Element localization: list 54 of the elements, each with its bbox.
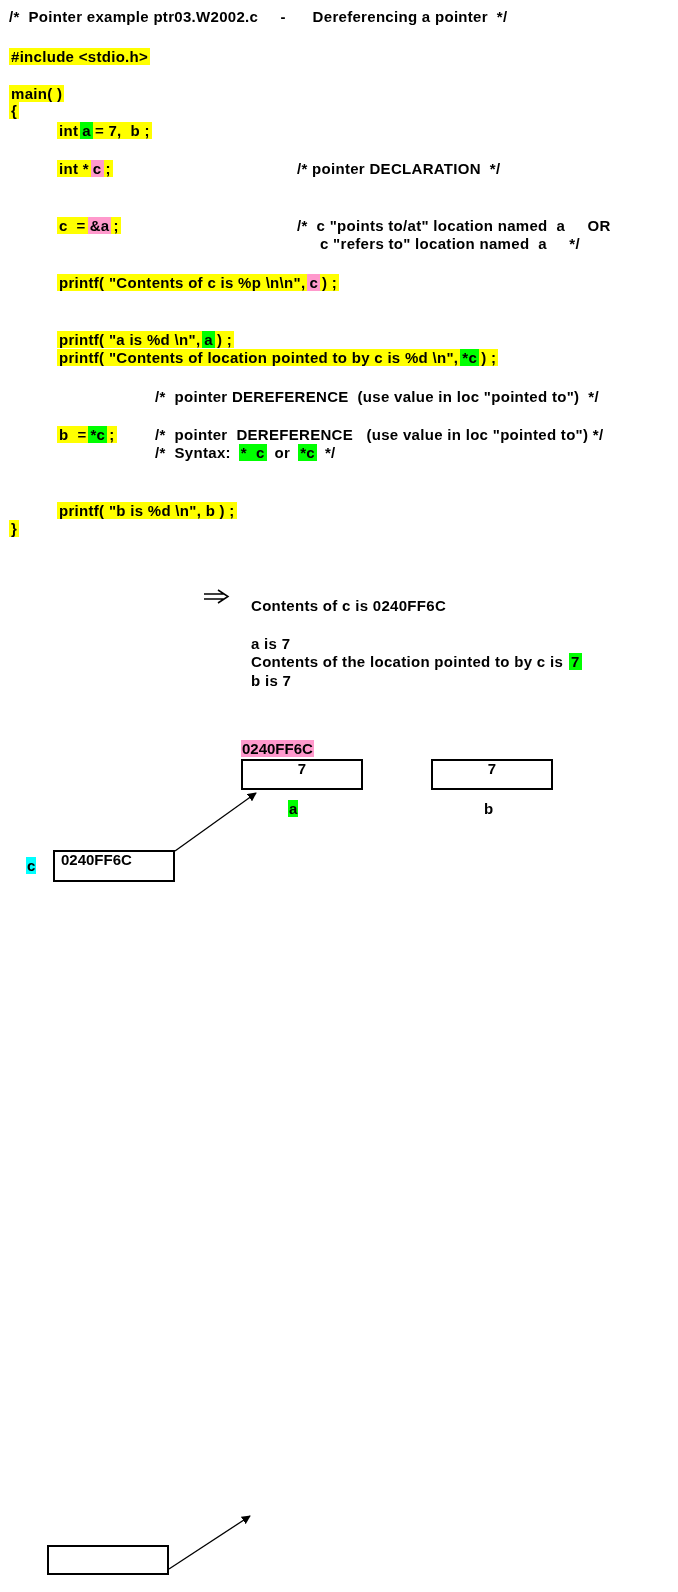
code-text: Contents of c is 0240FF6C [251,597,447,614]
highlighted-code: printf( "Contents of location pointed to by c is %d \n", [57,349,461,366]
variable-label: c [26,857,37,874]
box-value: 7 [487,761,497,777]
memory-box [241,759,363,790]
code-text: /* pointer DEREFERENCE (use value in loc "pointed to") */ [155,388,599,405]
highlighted-code: { [9,102,20,119]
highlighted-code: printf( "b is %d \n", b ) ; [57,502,237,519]
code-text: /* pointer DECLARATION */ [297,160,501,177]
highlighted-code: c = [57,217,88,234]
highlighted-code: } [9,520,20,537]
box-value: 0240FF6C [61,852,132,868]
highlighted-code: ; [111,217,121,234]
highlighted-code: *c [460,349,480,366]
highlighted-code: a [80,122,93,139]
highlighted-code: *c [88,426,108,443]
arrow [168,1515,251,1570]
highlighted-code: *c [298,444,317,461]
arrow [174,792,257,852]
code-text: or [274,444,291,461]
empty-box [47,1545,169,1575]
code-text: b is 7 [251,672,292,689]
highlighted-code: &a [87,217,112,234]
highlighted-code: * c [238,444,267,461]
highlighted-code: ; [103,160,113,177]
code-text: Contents of the location pointed to by c is [251,653,564,670]
highlighted-code: printf( "Contents of c is %p \n\n", [57,274,308,291]
highlighted-code: = 7, b ; [92,122,152,139]
code-text: /* pointer DEREFERENCE (use value in loc "pointed to") */ [155,426,604,443]
code-text: a is 7 [251,635,291,652]
code-text: /* Syntax: [155,444,231,461]
highlighted-code: ) ; [320,274,340,291]
highlighted-code: ; [107,426,117,443]
highlighted-code: int * [57,160,91,177]
memory-box [431,759,553,790]
highlighted-code: int [57,122,81,139]
highlighted-code: printf( "a is %d \n", [57,331,203,348]
highlighted-code: b = [57,426,89,443]
highlighted-code: ) ; [479,349,499,366]
highlighted-code: ) ; [215,331,235,348]
variable-label: b [484,800,494,817]
code-text: /* Pointer example ptr03.W2002.c - Dereferencing a pointer */ [9,8,508,25]
highlighted-code: main( ) [9,85,65,102]
highlighted-code: #include <stdio.h> [9,48,151,65]
code-text: /* c "points to/at" location named a OR [297,217,611,234]
variable-label: a [288,800,299,817]
variable-label: 0240FF6C [241,740,314,757]
code-text: c "refers to" location named a */ [320,235,580,252]
memory-box [53,850,175,882]
highlighted-code: 7 [569,653,582,670]
code-text: */ [324,444,336,461]
box-value: 7 [297,761,307,777]
highlighted-code: a [202,331,215,348]
highlighted-code: c [307,274,321,291]
